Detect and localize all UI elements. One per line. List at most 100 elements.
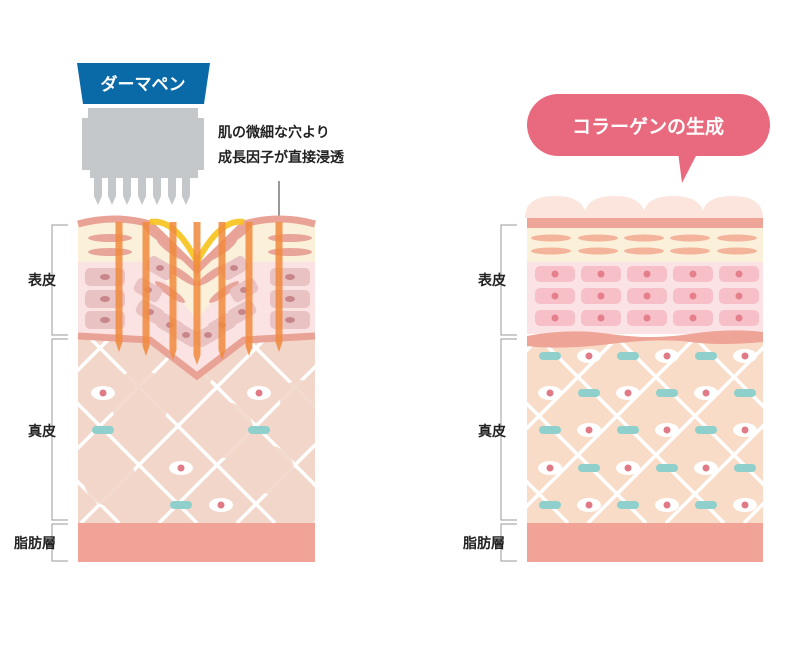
collagen-bundle xyxy=(656,389,678,397)
corneum-cell xyxy=(624,234,664,242)
pen-needle xyxy=(94,178,102,205)
skin-bump xyxy=(702,196,763,218)
collagen-bundle xyxy=(695,352,717,360)
cell-nucleus xyxy=(735,270,743,278)
pen-needle xyxy=(138,178,146,205)
cell-nucleus xyxy=(551,270,559,278)
micro-channel xyxy=(193,222,201,365)
cell-nucleus xyxy=(597,314,605,322)
corneum-cell xyxy=(531,247,571,255)
fibroblast-nucleus xyxy=(741,426,749,434)
fibroblast-nucleus xyxy=(624,464,632,472)
fibroblast-nucleus xyxy=(585,426,593,434)
pen-needles xyxy=(94,178,190,205)
collagen-bundle xyxy=(539,426,561,434)
collagen-bundle xyxy=(734,389,756,397)
bracket-fat xyxy=(500,523,517,562)
fibroblast-nucleus xyxy=(663,501,671,509)
basement-right xyxy=(527,330,763,348)
fibroblast-nucleus xyxy=(663,426,671,434)
cell-nucleus xyxy=(643,270,651,278)
bracket-fat xyxy=(51,523,68,562)
collagen-bundle xyxy=(539,501,561,509)
label-fat: 脂肪層 xyxy=(13,535,56,552)
cell-nucleus xyxy=(689,270,697,278)
corneum-cell xyxy=(717,234,757,242)
micro-channel xyxy=(245,222,253,356)
corneum-cell xyxy=(268,234,312,242)
fiber-gap xyxy=(84,454,136,506)
collagen-bundle xyxy=(734,464,756,472)
skin-bumps xyxy=(525,196,763,218)
pen-label: ダーマペン xyxy=(101,74,186,95)
collagen-fiber xyxy=(586,345,763,523)
pen-body xyxy=(90,170,198,178)
micro-channel xyxy=(169,222,177,360)
pen-label-box xyxy=(77,63,210,104)
fibroblast-nucleus xyxy=(585,501,593,509)
micro-channels xyxy=(115,222,283,365)
collagen-bundle xyxy=(695,501,717,509)
collagen-fiber xyxy=(305,338,490,523)
skin-bump xyxy=(643,196,704,218)
epidermis-cells-right xyxy=(531,234,759,326)
fibroblast-nucleus xyxy=(741,352,749,360)
pen-needle xyxy=(153,178,161,205)
layer-brackets-right xyxy=(500,224,517,562)
fat-layer-right xyxy=(527,523,763,562)
cell-nucleus xyxy=(285,274,295,280)
cell-nucleus xyxy=(735,314,743,322)
cell-nucleus xyxy=(597,270,605,278)
collagen-bundle xyxy=(170,501,192,509)
collagen-fiber xyxy=(693,338,763,409)
label-epidermis: 表皮 xyxy=(27,272,56,289)
corneum-cell xyxy=(670,247,710,255)
label-epidermis-right: 表皮 xyxy=(477,272,506,289)
collagen-bundle xyxy=(578,464,600,472)
corneum-cell xyxy=(717,247,757,255)
fat-layer-left xyxy=(78,523,315,562)
pen-body xyxy=(88,108,198,118)
surface-right xyxy=(527,218,763,228)
collagen-bundle xyxy=(617,352,639,360)
label-fat-right: 脂肪層 xyxy=(462,535,505,552)
right-diagram: コラーゲンの生成 表皮 真皮 脂肪層 xyxy=(305,94,770,562)
cell-nucleus xyxy=(204,332,212,338)
skin-bump xyxy=(525,196,586,218)
cell-nucleus xyxy=(238,309,246,315)
collagen-fiber xyxy=(527,338,619,431)
label-dermis: 真皮 xyxy=(28,423,56,440)
dermis-cells-right xyxy=(538,349,757,512)
note-line-1: 肌の微細な穴より xyxy=(218,124,330,141)
cell-nucleus xyxy=(643,314,651,322)
bracket-epidermis xyxy=(500,224,517,336)
cell-nucleus xyxy=(230,265,238,271)
note-line-2: 成長因子が直接浸透 xyxy=(218,149,345,166)
cell-nucleus xyxy=(156,265,164,271)
corneum-cell xyxy=(268,248,312,256)
left-diagram: ダーマペン 肌の微細な穴より 成長因子が直接浸透 表皮 真皮 脂肪層 xyxy=(13,63,345,562)
corneum-cell xyxy=(88,234,132,242)
corneum-cell xyxy=(88,248,132,256)
cell-nucleus xyxy=(100,296,110,302)
micro-channel xyxy=(218,222,226,360)
collagen-fiber xyxy=(664,423,763,523)
bubble-tail xyxy=(678,152,698,183)
fibroblast-nucleus xyxy=(624,389,632,397)
fibroblast-nucleus xyxy=(99,389,107,397)
corneum-cell xyxy=(578,234,618,242)
label-dermis-right: 真皮 xyxy=(478,423,506,440)
cell-nucleus xyxy=(551,292,559,300)
cell-nucleus xyxy=(643,292,651,300)
pen-needle xyxy=(108,178,116,205)
collagen-bundle xyxy=(248,426,270,434)
bracket-dermis xyxy=(500,338,517,521)
speech-bubble: コラーゲンの生成 xyxy=(527,94,770,183)
fibroblast-nucleus xyxy=(585,352,593,360)
micro-channel xyxy=(142,222,150,356)
corneum-cell xyxy=(624,247,664,255)
cell-nucleus xyxy=(100,317,110,323)
skin-bump xyxy=(584,196,645,218)
layer-brackets-left xyxy=(51,224,68,562)
collagen-fiber xyxy=(78,338,112,373)
